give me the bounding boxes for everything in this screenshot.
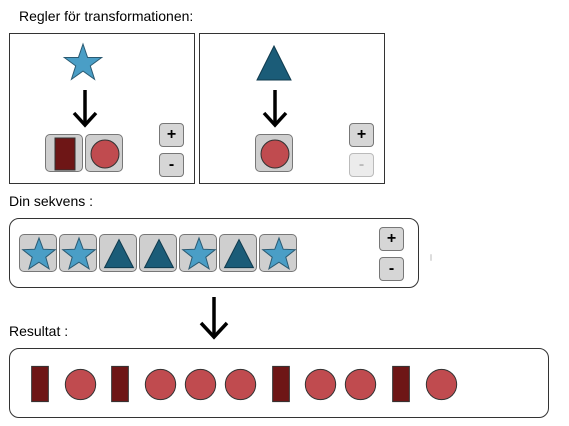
result-circle-icon [345,368,377,400]
rule-1-output-tile-circle [85,134,123,172]
sequence-title: Din sekvens : [9,193,94,209]
sequence-panel: + - [9,218,419,288]
result-circle-icon [224,368,257,400]
triangle-icon [103,238,135,269]
result-rect-icon [392,365,410,403]
result-rect-icon [271,365,290,403]
sequence-tile-triangle[interactable] [139,234,177,272]
rule-2-output-tile-circle [255,134,293,172]
star-icon [21,236,57,270]
result-panel [9,348,549,418]
rules-title: Regler för transformationen: [19,8,194,24]
result-circle-icon [144,368,176,400]
star-icon [261,236,297,270]
rule-1-remove-button[interactable]: - [159,153,184,177]
result-circle-icon [184,368,217,400]
result-circle-icon [305,368,337,400]
triangle-icon [223,238,255,269]
rule-2-remove-button[interactable]: - [349,153,374,177]
sequence-tile-star[interactable] [179,234,217,272]
rule-1-output-tile-rect [45,134,83,172]
rule-panel-2: + - [199,33,385,184]
circle-icon [90,139,120,169]
sequence-tile-triangle[interactable] [219,234,257,272]
sequence-remove-button[interactable]: - [379,257,404,281]
rule-1-add-button[interactable]: + [159,123,184,147]
rule-panel-1: + - [9,33,195,184]
rule-2-add-button[interactable]: + [349,123,374,147]
triangle-icon [143,238,175,269]
scroll-indicator [430,254,432,261]
rule-1-arrow-down-icon [72,90,98,128]
star-icon [181,236,217,270]
sequence-tile-triangle[interactable] [99,234,137,272]
result-circle-icon [64,368,96,400]
sequence-tile-star[interactable] [19,234,57,272]
result-title: Resultat : [9,323,69,339]
circle-icon [260,139,290,169]
result-rect-icon [111,365,130,403]
star-icon [61,236,97,270]
result-arrow-down-icon [199,297,229,340]
sequence-tile-star[interactable] [59,234,97,272]
rule-2-arrow-down-icon [262,90,288,128]
result-rect-icon [31,365,49,403]
sequence-tile-star[interactable] [259,234,297,272]
result-circle-icon [425,368,457,400]
sequence-add-button[interactable]: + [379,227,404,251]
rule-2-input-triangle-icon [256,44,292,81]
rect-icon [54,137,76,171]
rule-1-input-star-icon [62,42,104,81]
